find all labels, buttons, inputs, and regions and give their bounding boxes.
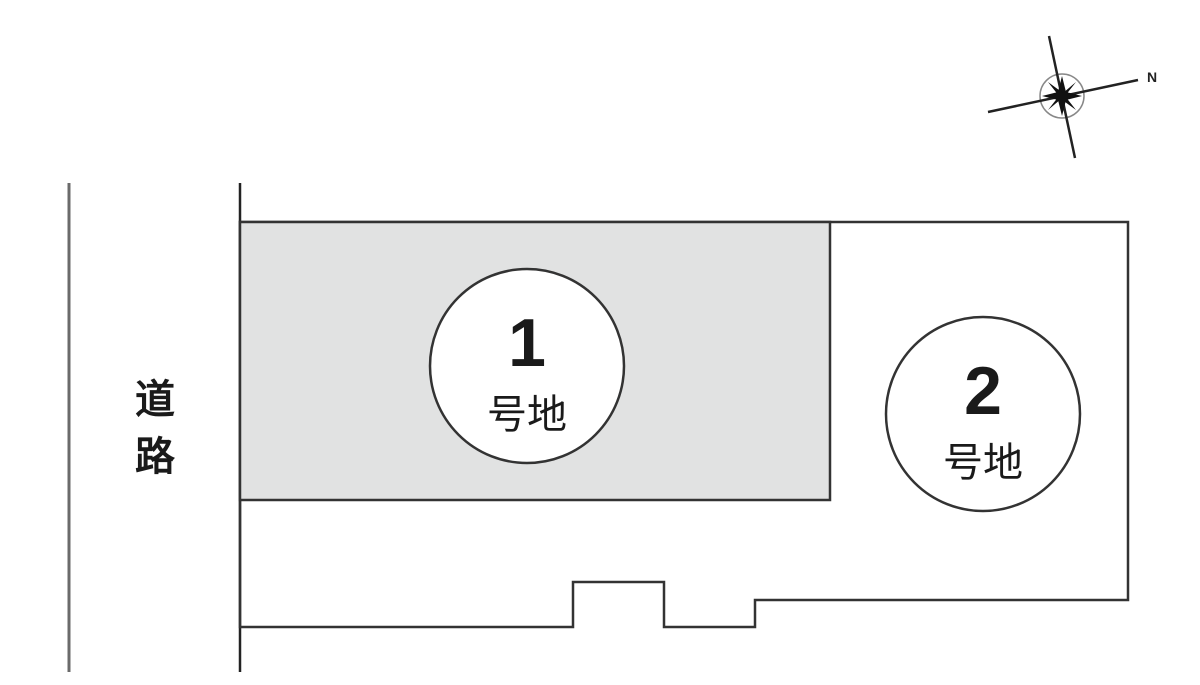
- road-label-char-2: 路: [135, 434, 176, 480]
- compass-icon: N: [987, 35, 1157, 159]
- road-label-char-1: 道: [135, 377, 175, 423]
- lot-1-suffix: 号地: [487, 392, 567, 438]
- lot-1-marker[interactable]: 1 号地: [428, 267, 626, 465]
- lot-2-number: 2: [964, 353, 1002, 429]
- lot-1-number: 1: [508, 305, 546, 381]
- site-outline: [238, 220, 1130, 629]
- north-label: N: [1147, 69, 1157, 85]
- lot-2-marker[interactable]: 2 号地: [884, 315, 1082, 513]
- lot-2-suffix: 号地: [943, 440, 1023, 486]
